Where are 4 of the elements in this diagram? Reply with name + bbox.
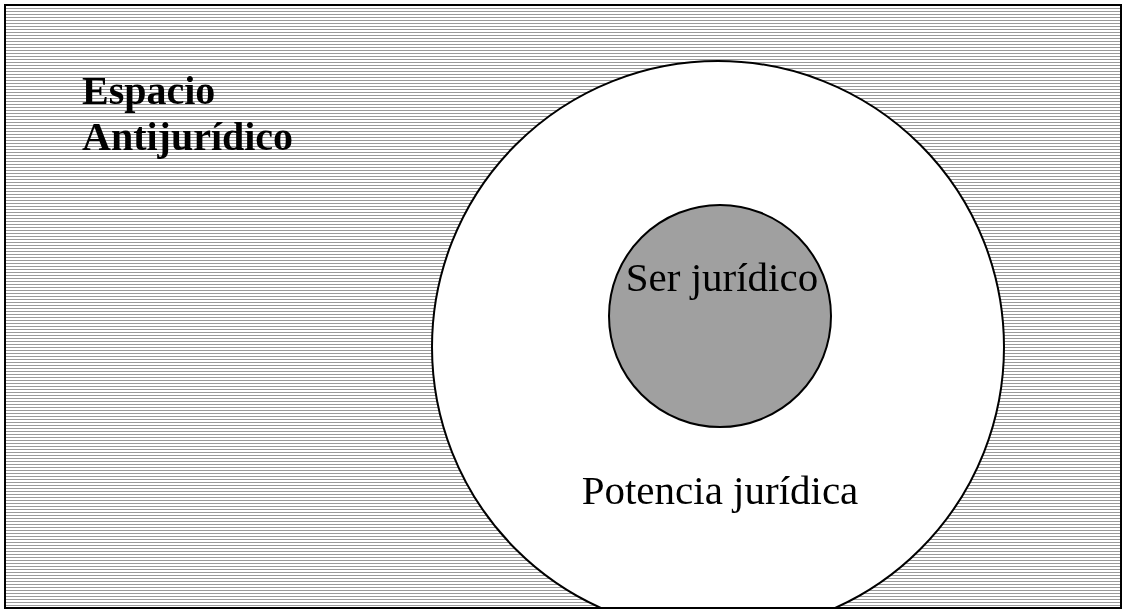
region-label: Ser jurídico — [624, 254, 820, 302]
region-label: Potencia jurídica — [580, 466, 860, 515]
region-title: Espacio Antijurídico — [82, 68, 295, 160]
hatched-region — [4, 4, 1122, 609]
